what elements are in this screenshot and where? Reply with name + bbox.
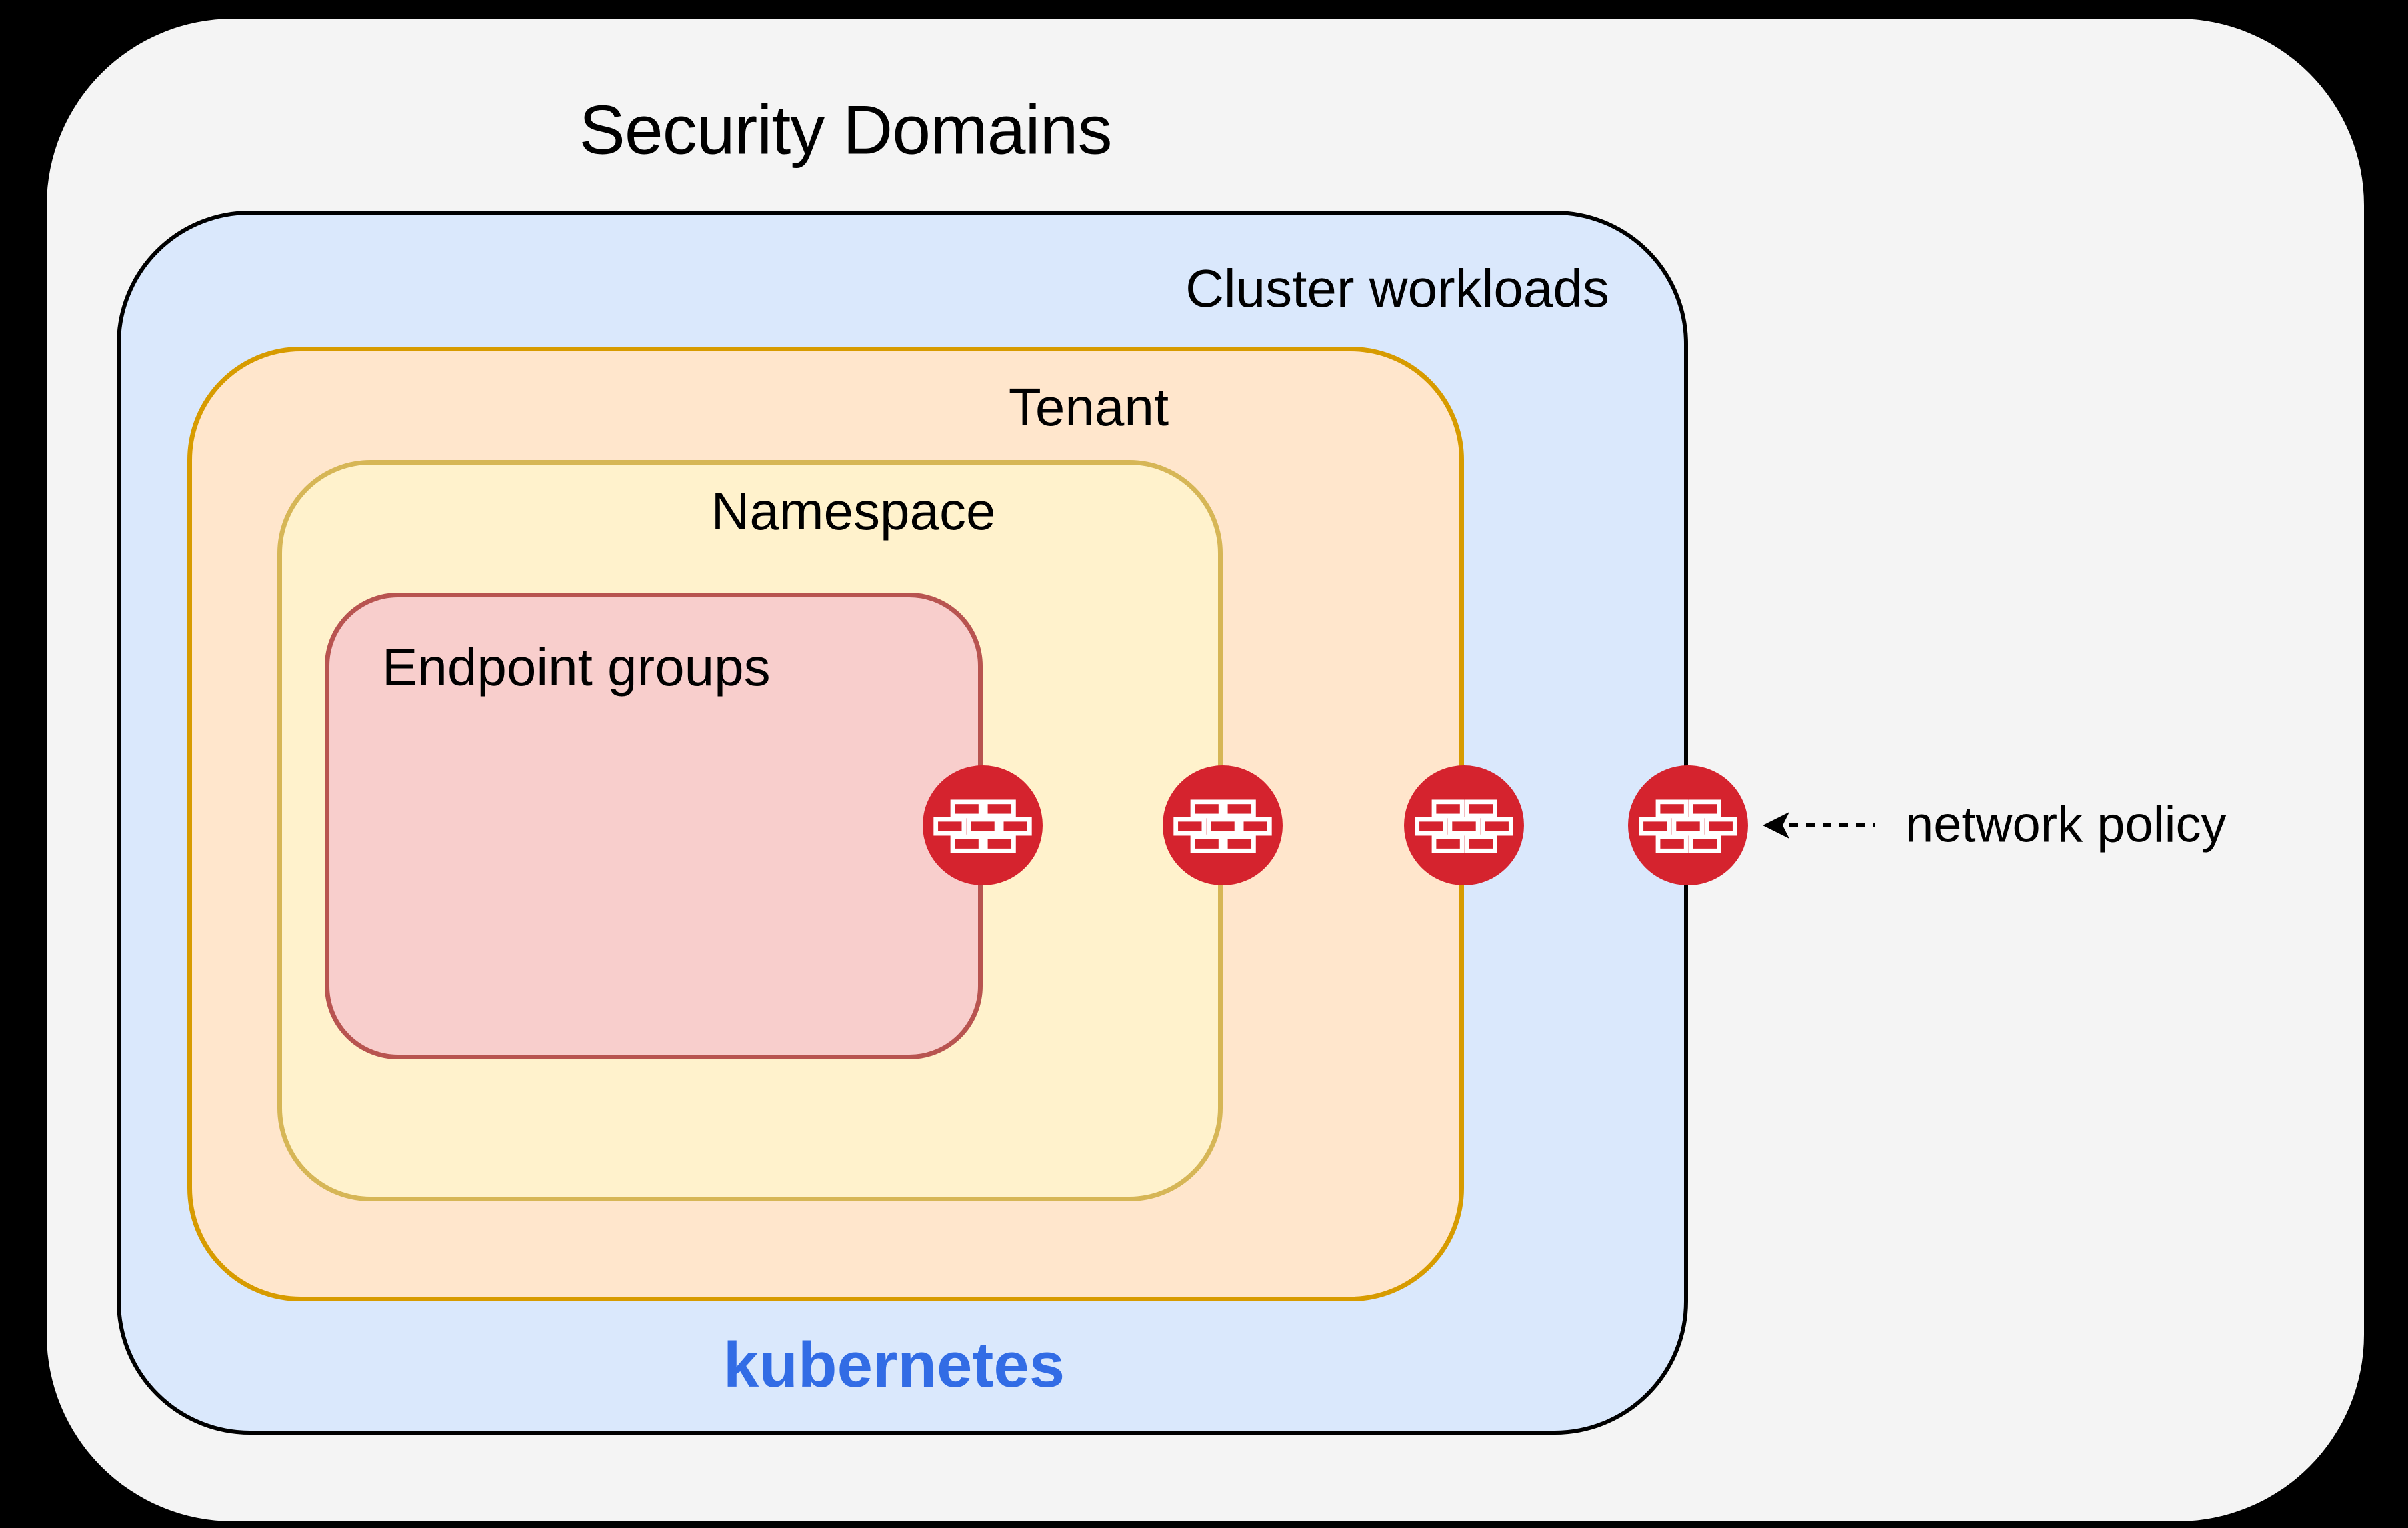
endpoint-groups-box	[325, 593, 983, 1059]
firewall-icon	[923, 765, 1043, 885]
firewall-icon	[1628, 765, 1748, 885]
cluster-workloads-label: Cluster workloads	[1185, 259, 1609, 318]
endpoint-groups-label: Endpoint groups	[382, 637, 771, 697]
network-policy-label: network policy	[1905, 796, 2227, 853]
namespace-label: Namespace	[711, 481, 996, 541]
tenant-label: Tenant	[1008, 377, 1169, 437]
diagram-title: Security Domains	[579, 91, 1113, 169]
firewall-icon	[1404, 765, 1524, 885]
firewall-icon	[1163, 765, 1283, 885]
dashed-left-arrow-icon	[1759, 800, 1879, 851]
kubernetes-wordmark: kubernetes	[723, 1329, 1065, 1401]
